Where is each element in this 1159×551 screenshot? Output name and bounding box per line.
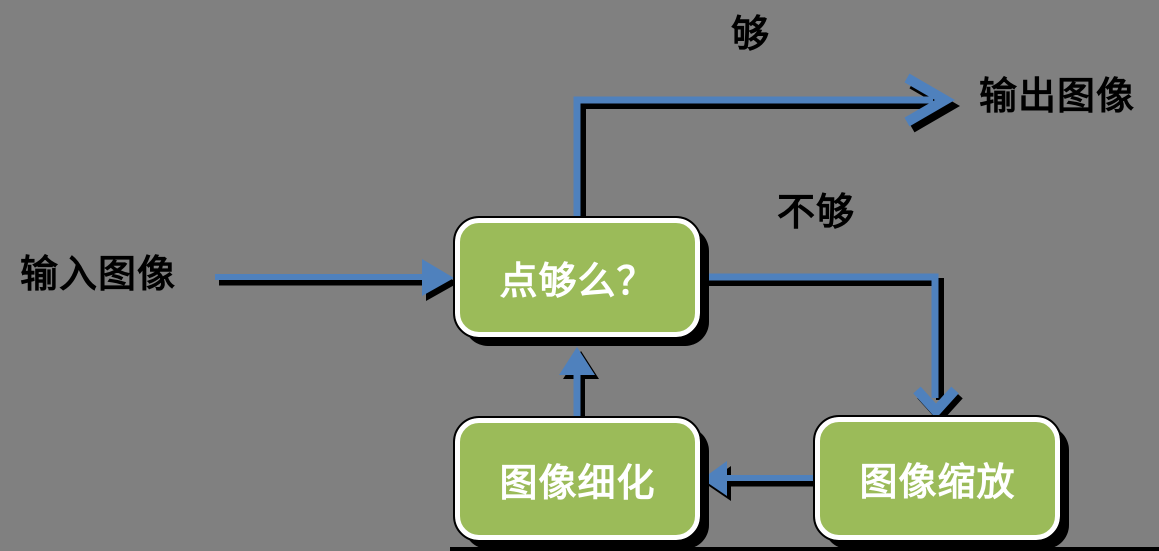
label-output-image: 输出图像 xyxy=(979,76,1136,118)
edge-label-enough: 够 xyxy=(731,14,771,56)
bottom-edge-shadow-strip xyxy=(450,547,1159,551)
node-refine-label: 图像细化 xyxy=(499,462,656,505)
label-input-image: 输入图像 xyxy=(20,254,177,296)
node-scale: 图像缩放 xyxy=(813,415,1062,542)
edge-label-not-enough: 不够 xyxy=(777,192,856,234)
arrow-refine-to-decision xyxy=(559,347,599,425)
arrow-scale-to-refine xyxy=(702,461,817,501)
node-refine: 图像细化 xyxy=(453,416,702,542)
arrow-decision-to-scale xyxy=(698,273,963,424)
arrow-input-to-decision xyxy=(215,259,458,301)
node-decision-label: 点够么？ xyxy=(499,261,656,303)
node-scale-label: 图像缩放 xyxy=(859,462,1016,504)
node-decision: 点够么？ xyxy=(453,216,702,339)
arrow-decision-to-output xyxy=(573,73,960,235)
